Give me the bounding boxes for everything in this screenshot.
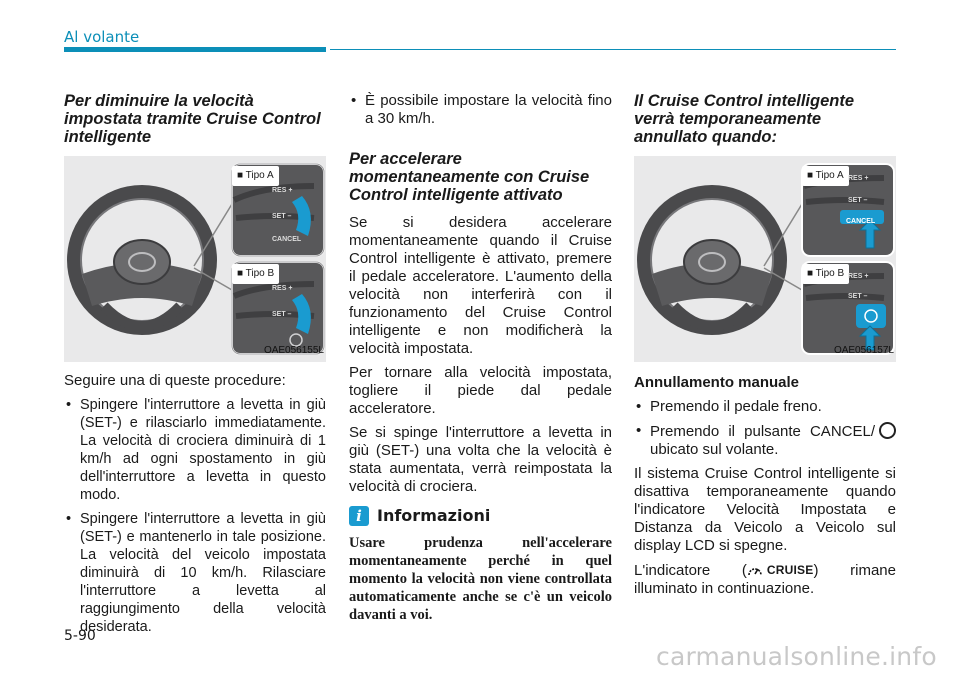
cancel-circle-icon	[879, 422, 896, 439]
list-item: Spingere l'interruttore a levetta in giù…	[64, 396, 326, 504]
watermark: carmanualsonline.info	[656, 642, 937, 671]
figure-code: OAE056155L	[263, 345, 324, 356]
paragraph: Se si desidera accelerare momentaneament…	[349, 214, 612, 357]
res-button-label-a: RES +	[848, 175, 869, 182]
column-left: Per diminuire la velocità impostata tram…	[64, 92, 326, 642]
steering-wheel-figure-2: ■ Tipo A ■ Tipo B RES + SET – CANCEL RES…	[634, 156, 896, 362]
paragraph: Se si spinge l'interruttore a levetta in…	[349, 424, 612, 495]
paragraph: L'indicatore ( CRUISE ) rimane illuminat…	[634, 561, 896, 598]
steering-wheel-illustration	[637, 163, 895, 355]
bullet-text: ubicato sul volante.	[650, 441, 779, 458]
intro-text: Seguire una di queste procedure:	[64, 372, 286, 389]
set-button-label-a: SET –	[848, 197, 868, 204]
paragraph-text: L'indicatore (	[634, 562, 747, 579]
set-button-label-b: SET –	[848, 293, 868, 300]
cancel-button-label-a: CANCEL	[272, 236, 302, 243]
page-number: 5-90	[64, 628, 96, 644]
cruise-gauge-icon	[748, 568, 762, 576]
res-button-label-b: RES +	[848, 273, 869, 280]
column-middle: È possibile impostare la velocità fino a…	[349, 92, 612, 624]
label-tipo-a: ■ Tipo A	[802, 166, 849, 186]
header-rule-thin	[330, 49, 896, 50]
set-button-label-b: SET –	[272, 311, 292, 318]
list-item: È possibile impostare la velocità fino a…	[349, 92, 612, 128]
section-title: Al volante	[64, 28, 140, 46]
heading-cancelled: Il Cruise Control intelligente verrà tem…	[634, 92, 855, 146]
cruise-indicator: CRUISE	[747, 561, 814, 579]
list-item: Premendo il pulsante CANCEL/ ubicato sul…	[634, 422, 896, 459]
subheading-manual-cancel: Annullamento manuale	[634, 374, 800, 391]
list-item: Premendo il pedale freno.	[634, 398, 896, 416]
info-text: Usare prudenza nell'accelerare momentane…	[349, 535, 612, 623]
heading-accelerate: Per accelerare momentaneamente con Cruis…	[349, 150, 590, 204]
info-header: i Informazioni	[349, 506, 612, 526]
header-rule-thick	[64, 47, 326, 52]
paragraph-text: ) rimane illuminato in continuazione.	[634, 562, 896, 597]
steering-wheel-figure-1: ■ Tipo A ■ Tipo B RES + SET – CANCEL RES…	[64, 156, 326, 362]
set-button-label-a: SET –	[272, 213, 292, 220]
steering-wheel-illustration	[67, 163, 325, 355]
res-button-label-b: RES +	[272, 285, 293, 292]
column-right: Il Cruise Control intelligente verrà tem…	[634, 92, 896, 604]
cruise-label: CRUISE	[766, 563, 814, 577]
cancel-button-label-a: CANCEL	[846, 218, 876, 225]
speed-limit-list: È possibile impostare la velocità fino a…	[349, 92, 612, 128]
paragraph: Il sistema Cruise Control intelligente s…	[634, 465, 896, 554]
label-tipo-b: ■ Tipo B	[802, 264, 850, 284]
info-title: Informazioni	[377, 506, 491, 525]
paragraph: Per tornare alla velocità impostata, tog…	[349, 364, 612, 417]
info-icon: i	[349, 506, 369, 526]
cancel-methods-list: Premendo il pedale freno. Premendo il pu…	[634, 398, 896, 459]
figure-code: OAE056157L	[833, 345, 894, 356]
heading-decrease-speed: Per diminuire la velocità impostata tram…	[64, 92, 321, 146]
bullet-text: Premendo il pulsante CANCEL/	[650, 423, 875, 440]
label-tipo-a: ■ Tipo A	[232, 166, 279, 186]
decrease-steps-list: Spingere l'interruttore a levetta in giù…	[64, 396, 326, 636]
list-item: Spingere l'interruttore a levetta in giù…	[64, 510, 326, 636]
res-button-label-a: RES +	[272, 187, 293, 194]
label-tipo-b: ■ Tipo B	[232, 264, 280, 284]
